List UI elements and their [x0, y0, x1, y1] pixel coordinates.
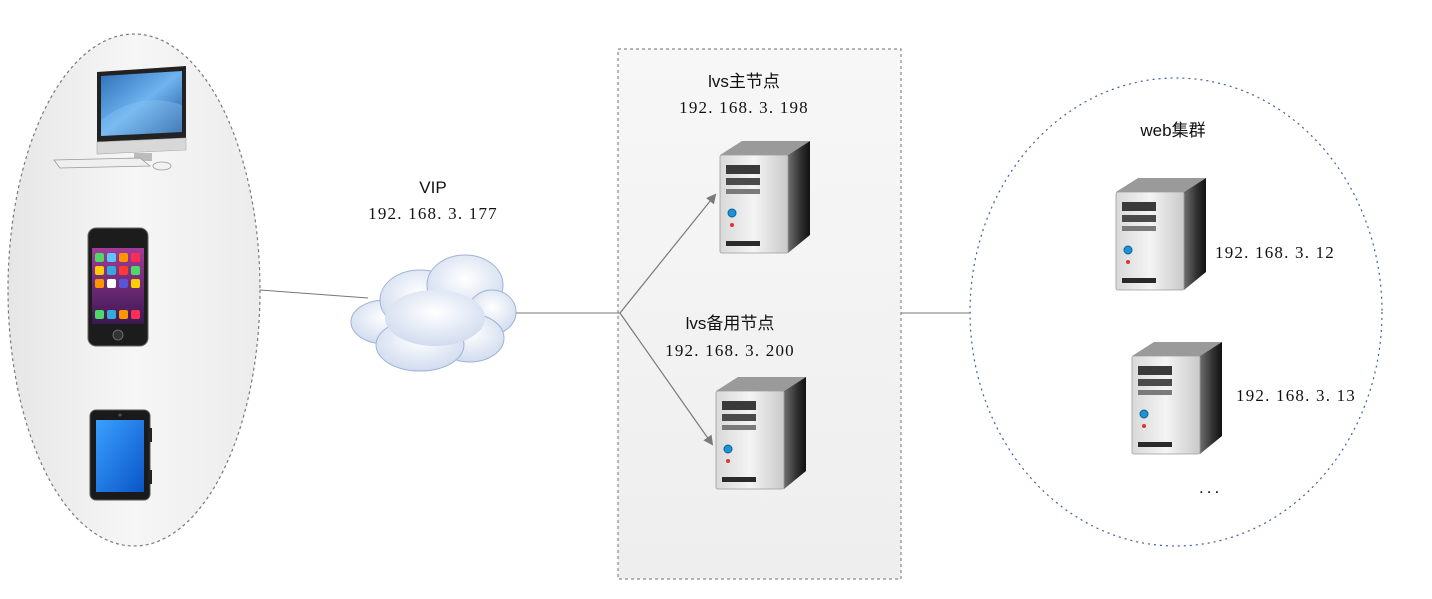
web-cluster-group	[969, 77, 1383, 547]
link-clients-to-vip	[259, 289, 369, 299]
tablet-icon	[89, 409, 152, 501]
vip-title: VIP	[419, 178, 447, 197]
lvs-master-ip: 192. 168. 3. 198	[679, 98, 809, 117]
lvs-backup-ip: 192. 168. 3. 200	[665, 341, 795, 360]
vip-ip: 192. 168. 3. 177	[368, 204, 498, 223]
arrow-to-lvs-master	[619, 193, 717, 314]
lvs-master-title: lvs主节点	[708, 72, 780, 91]
desktop-computer-icon	[53, 66, 187, 171]
web-server-2-ip: 192. 168. 3. 13	[1236, 386, 1356, 405]
web-server-1-ip: 192. 168. 3. 12	[1215, 243, 1335, 262]
arrow-to-lvs-backup	[619, 312, 714, 446]
lvs-backup-server-icon	[715, 376, 807, 490]
more-servers-ellipsis: ...	[1199, 478, 1223, 497]
lvs-group-box	[617, 48, 902, 580]
smartphone-icon	[87, 227, 149, 347]
lvs-master-server-icon	[719, 140, 811, 254]
web-cluster-title: web集群	[1140, 121, 1206, 140]
web-server-2-icon	[1131, 341, 1223, 455]
cloud-icon	[350, 254, 517, 372]
lvs-backup-title: lvs备用节点	[685, 314, 775, 333]
web-server-1-icon	[1115, 177, 1207, 291]
